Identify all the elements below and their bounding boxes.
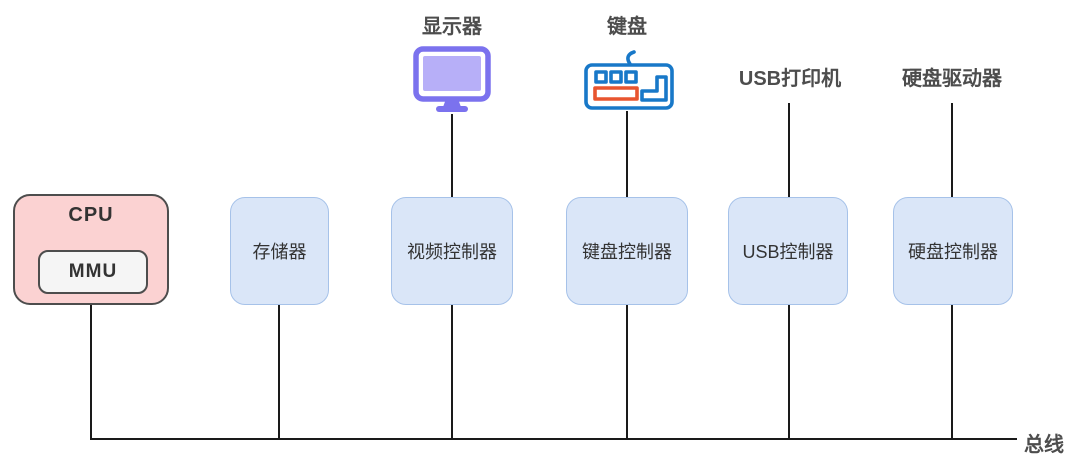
- connector-monitor-to-video: [451, 114, 453, 197]
- controller-box-keyboard: 键盘控制器: [566, 197, 688, 305]
- connector-keyboard-to-controller: [626, 111, 628, 197]
- peripheral-label-hdd-drive: 硬盘驱动器: [902, 68, 1002, 90]
- controller-label-keyboard: 键盘控制器: [582, 242, 672, 262]
- bus-line: [91, 438, 1017, 440]
- bus-label: 总线: [1024, 434, 1064, 456]
- peripheral-label-usb-printer: USB打印机: [738, 68, 842, 90]
- connector-video-to-bus: [451, 305, 453, 440]
- mmu-box: MMU: [38, 250, 148, 294]
- cpu-label: CPU: [68, 204, 114, 226]
- mmu-label: MMU: [68, 261, 118, 282]
- controller-box-video: 视频控制器: [391, 197, 513, 305]
- cpu-box: CPU MMU: [13, 194, 169, 305]
- peripheral-label-monitor: 显示器: [422, 16, 482, 38]
- controller-label-memory: 存储器: [252, 242, 307, 262]
- controller-label-video: 视频控制器: [407, 242, 497, 262]
- peripheral-label-keyboard: 键盘: [607, 16, 647, 38]
- controller-box-usb: USB控制器: [728, 197, 848, 305]
- controller-box-hdd: 硬盘控制器: [893, 197, 1013, 305]
- controller-label-hdd: 硬盘控制器: [908, 242, 998, 262]
- connector-memory-to-bus: [278, 305, 280, 440]
- connector-usb-to-bus: [788, 305, 790, 440]
- connector-drive-to-hdd: [951, 103, 953, 197]
- connector-cpu-to-bus: [90, 305, 92, 440]
- keyboard-icon: [584, 50, 674, 110]
- monitor-icon: [413, 46, 491, 112]
- connector-hdd-to-bus: [951, 305, 953, 440]
- controller-label-usb: USB控制器: [742, 242, 834, 262]
- connector-keyboardctrl-to-bus: [626, 305, 628, 440]
- controller-box-memory: 存储器: [230, 197, 329, 305]
- connector-printer-to-usb: [788, 103, 790, 197]
